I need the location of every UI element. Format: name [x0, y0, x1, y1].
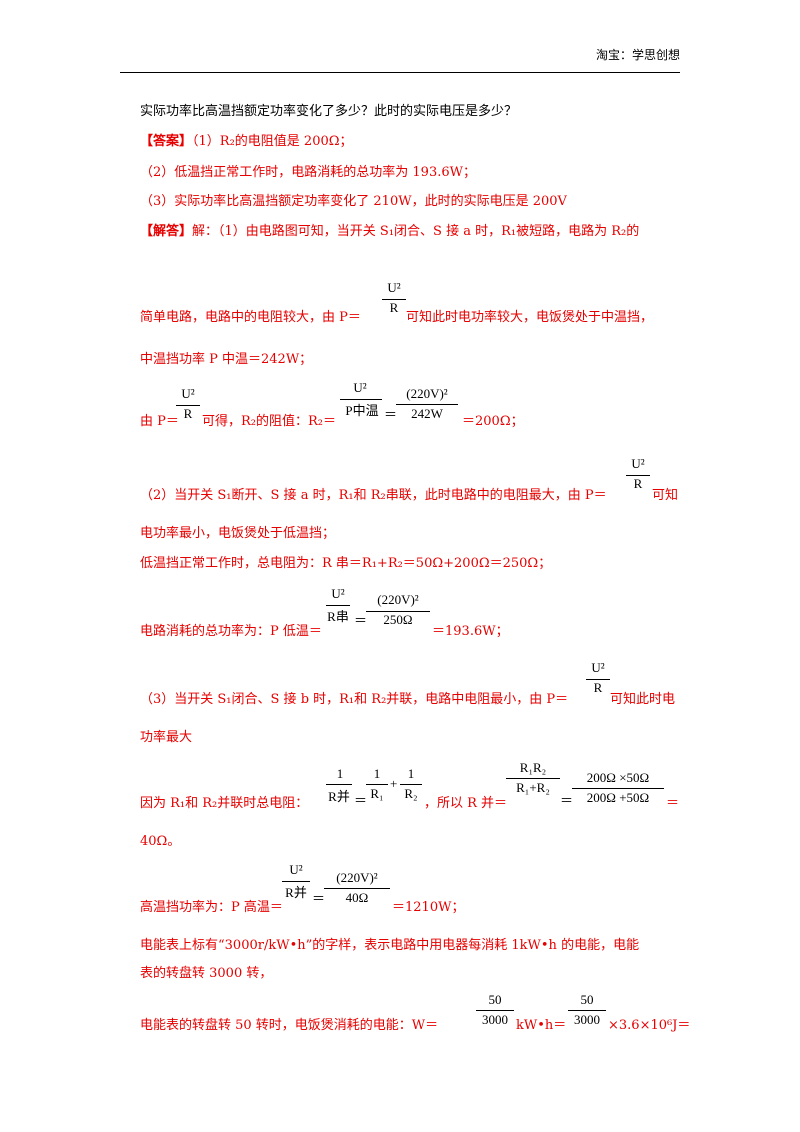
fraction-bar [400, 784, 422, 785]
solution-line-16c: ×3.6×10⁶J＝ [608, 1018, 691, 1033]
fraction-bar [282, 881, 310, 882]
formula-r1-plus-r2: R₁+R₂ [516, 780, 550, 795]
formula-u2: U² [631, 456, 645, 471]
formula-r: R [183, 406, 193, 421]
solution-1: 解：（1）由电路图可知，当开关 S₁闭合、S 接 a 时，R₁被短路，电路为 R… [192, 224, 640, 239]
solution-line-13a: 高温挡功率为：P 高温＝ [140, 900, 283, 915]
formula-r1: R₁ [370, 786, 384, 801]
fraction-bar [476, 1010, 514, 1011]
fraction-bar [626, 475, 650, 476]
fraction-bar [506, 778, 560, 779]
formula-50: 50 [580, 992, 594, 1007]
fraction-bar [366, 611, 430, 612]
question-line: 实际功率比高温挡额定功率变化了多少？此时的实际电压是多少？ [140, 104, 518, 119]
formula-u2: U² [353, 380, 367, 395]
formula-den-200p50: 200Ω +50Ω [586, 790, 650, 805]
solution-label: 【解答】 [140, 224, 193, 239]
formula-one: 1 [407, 766, 415, 781]
formula-40ohm: 40Ω [345, 890, 369, 905]
formula-220v-sq: (220V)² [336, 870, 378, 885]
formula-r: R [633, 476, 643, 491]
formula-50: 50 [488, 992, 502, 1007]
formula-r1r2: R₁R₂ [519, 760, 547, 775]
formula-p-mid: P中温 [345, 403, 379, 418]
eq-sign: ＝ [560, 793, 574, 808]
solution-line-8a: 电路消耗的总功率为：P 低温＝ [140, 624, 322, 639]
solution-line-4c: ＝200Ω； [462, 414, 524, 429]
answer-label: 【答案】 [140, 134, 193, 149]
solution-line-4b: 可得，R₂的阻值：R₂＝ [202, 414, 336, 429]
formula-one: 1 [373, 766, 381, 781]
eq-sign: ＝ [312, 891, 326, 906]
formula-220v-sq: (220V)² [406, 386, 448, 401]
solution-line-2b: 可知此时电功率较大，电饭煲处于中温挡， [406, 310, 654, 325]
answer-line-1: 【答案】（1）R₂的电阻值是 200Ω； [140, 130, 353, 149]
formula-one: 1 [336, 766, 344, 781]
formula-u2: U² [331, 586, 345, 601]
solution-line-11c: ＝ [666, 796, 680, 811]
formula-u2: U² [181, 386, 195, 401]
solution-line-7: 低温挡正常工作时，总电阻为：R 串＝R₁+R₂＝50Ω+200Ω＝250Ω； [140, 556, 552, 571]
formula-r: R [389, 300, 399, 315]
eq-sign: ＝ [354, 613, 368, 628]
formula-220v-sq: (220V)² [377, 592, 419, 607]
formula-r-ser: R串 [327, 609, 349, 624]
answer-1: （1）R₂的电阻值是 200Ω； [192, 134, 353, 149]
formula-r-par: R并 [285, 885, 307, 900]
formula-r-par: R并 [328, 789, 350, 804]
answer-line-2: （2）低温挡正常工作时，电路消耗的总功率为 193.6W； [140, 165, 476, 180]
formula-plus: + [390, 776, 398, 791]
formula-u2: U² [387, 280, 401, 295]
header-shop-name: 淘宝：学思创想 [595, 48, 680, 62]
formula-3000: 3000 [482, 1012, 508, 1027]
formula-num-200x50: 200Ω ×50Ω [586, 770, 650, 785]
solution-line-14: 电能表上标有“3000r/kW•h”的字样，表示电路中用电器每消耗 1kW•h … [140, 938, 640, 953]
fraction-bar [586, 679, 610, 680]
solution-line-13b: ＝1210W； [392, 900, 465, 915]
solution-line-11a: 因为 R₁和 R₂并联时总电阻： [140, 796, 309, 811]
solution-line-6: 电功率最小，电饭煲处于低温挡； [140, 526, 336, 541]
fraction-bar [396, 404, 458, 405]
fraction-bar [572, 788, 664, 789]
solution-line-2a: 简单电路，电路中的电阻较大，由 P＝ [140, 310, 361, 325]
solution-line-16b: kW•h＝ [516, 1018, 567, 1033]
fraction-bar [340, 399, 382, 400]
fraction-bar [326, 784, 352, 785]
solution-line-9b: 可知此时电 [610, 692, 676, 707]
solution-line-15: 表的转盘转 3000 转， [140, 966, 273, 981]
solution-line-8b: ＝193.6W； [432, 624, 509, 639]
solution-line-4a: 由 P＝ [140, 414, 179, 429]
fraction-bar [568, 1010, 606, 1011]
formula-u2: U² [591, 660, 605, 675]
formula-r: R [593, 680, 603, 695]
eq-sign: ＝ [384, 407, 398, 422]
solution-line-12: 40Ω。 [140, 834, 181, 849]
solution-line-3: 中温挡功率 P 中温＝242W； [140, 352, 313, 367]
solution-line-16a: 电能表的转盘转 50 转时，电饭煲消耗的电能：W＝ [140, 1018, 439, 1033]
formula-r2: R₂ [404, 786, 418, 801]
header-rule [120, 72, 680, 73]
formula-u2: U² [289, 862, 303, 877]
solution-line-9a: （3）当开关 S₁闭合、S 接 b 时，R₁和 R₂并联，电路中电阻最小，由 P… [140, 692, 569, 707]
fraction-bar [324, 888, 390, 889]
fraction-bar [382, 299, 406, 300]
solution-line-5b: 可知 [652, 488, 679, 503]
eq-sign: ＝ [354, 793, 368, 808]
fraction-bar [176, 405, 200, 406]
solution-line-11b: ，所以 R 并＝ [424, 796, 508, 811]
solution-line-1: 【解答】解：（1）由电路图可知，当开关 S₁闭合、S 接 a 时，R₁被短路，电… [140, 220, 639, 239]
formula-3000: 3000 [574, 1012, 600, 1027]
answer-line-3: （3）实际功率比高温挡额定功率变化了 210W，此时的实际电压是 200V [140, 194, 567, 209]
formula-242w: 242W [411, 406, 443, 421]
solution-line-10: 功率最大 [140, 730, 193, 745]
fraction-bar [326, 605, 350, 606]
fraction-bar [366, 784, 388, 785]
solution-line-5a: （2）当开关 S₁断开、S 接 a 时，R₁和 R₂串联，此时电路中的电阻最大，… [140, 488, 607, 503]
formula-250ohm: 250Ω [383, 612, 413, 627]
